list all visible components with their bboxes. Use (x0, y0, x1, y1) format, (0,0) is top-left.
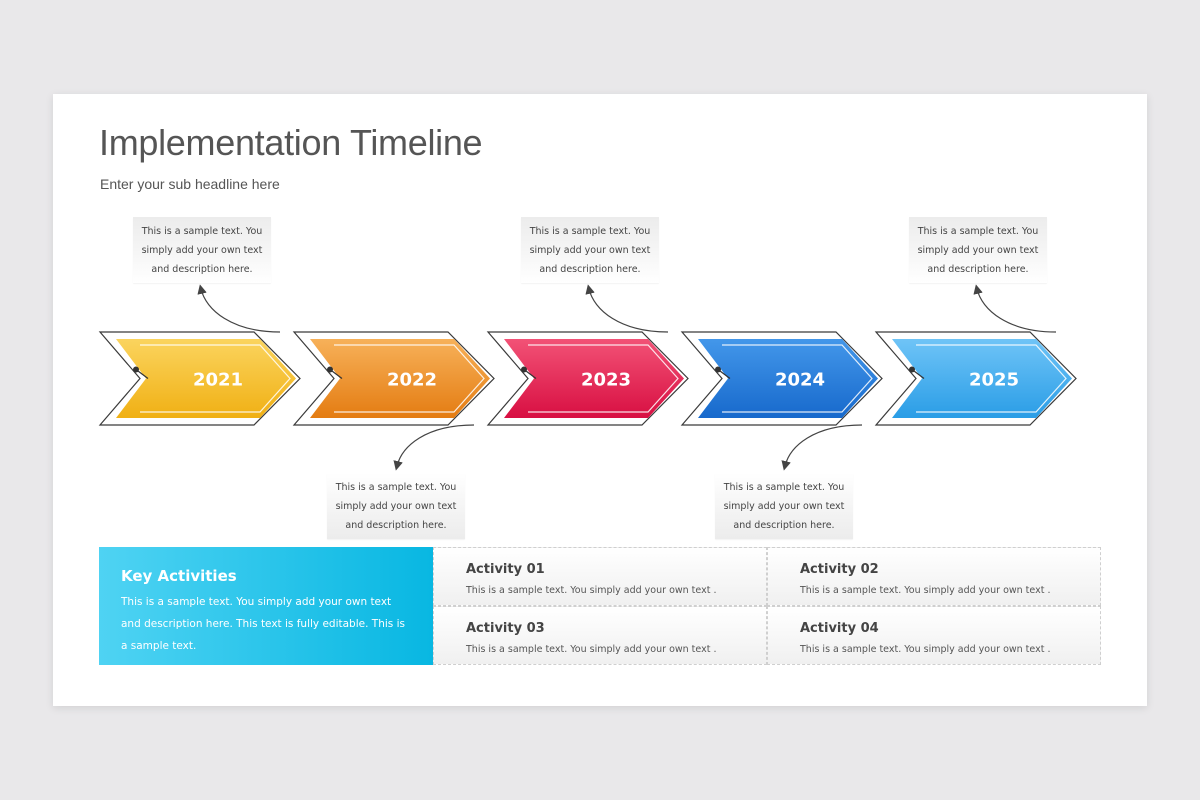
step-marker-dot (521, 366, 527, 373)
step-marker-dot (715, 366, 721, 373)
chevron-inner-line (916, 344, 1067, 413)
year-label-2022: 2022 (387, 370, 437, 391)
chevron-inner-line (722, 344, 873, 413)
connector-2024 (781, 424, 863, 471)
year-label-2021: 2021 (193, 370, 243, 391)
activity-02: Activity 02 This is a sample text. You s… (767, 547, 1101, 606)
key-activities-text: This is a sample text. You simply add yo… (121, 596, 405, 652)
connector-2023 (585, 284, 669, 333)
step-marker-dot (133, 366, 139, 373)
chevron-fill (698, 339, 878, 418)
note-2024: This is a sample text. You simply add yo… (715, 473, 853, 539)
activity-04-text: This is a sample text. You simply add yo… (800, 644, 1051, 655)
activities-table: Key Activities This is a sample text. Yo… (99, 547, 1102, 665)
activity-01-title: Activity 01 (466, 562, 545, 577)
activity-02-text: This is a sample text. You simply add yo… (800, 585, 1051, 596)
activity-03-title: Activity 03 (466, 621, 545, 636)
chevron-fill (116, 339, 296, 418)
chevron-inner-line (528, 344, 679, 413)
connector-2022 (393, 424, 475, 471)
step-marker-dot (327, 366, 333, 373)
note-2022: This is a sample text. You simply add yo… (327, 473, 465, 539)
page-title: Implementation Timeline (99, 122, 483, 163)
activity-03-text: This is a sample text. You simply add yo… (466, 644, 717, 655)
activity-01: Activity 01 This is a sample text. You s… (433, 547, 767, 606)
year-label-2024: 2024 (775, 370, 825, 391)
timeline-step-2024: 2024 (680, 331, 883, 426)
page-subtitle: Enter your sub headline here (100, 176, 280, 192)
step-marker-dot (909, 366, 915, 373)
activity-04-title: Activity 04 (800, 621, 879, 636)
activity-03: Activity 03 This is a sample text. You s… (433, 606, 767, 665)
activity-02-title: Activity 02 (800, 562, 879, 577)
chevron-inner-line (140, 344, 291, 413)
timeline-step-2023: 2023 (486, 331, 689, 426)
chevron-fill (310, 339, 490, 418)
activity-01-text: This is a sample text. You simply add yo… (466, 585, 717, 596)
timeline-step-2022: 2022 (292, 331, 495, 426)
chevron-fill (892, 339, 1072, 418)
note-2023: This is a sample text. You simply add yo… (521, 217, 659, 283)
activity-04: Activity 04 This is a sample text. You s… (767, 606, 1101, 665)
connector-2021 (197, 284, 281, 333)
chevron-inner-line (334, 344, 485, 413)
chevron-fill (504, 339, 684, 418)
year-label-2025: 2025 (969, 370, 1019, 391)
connector-2025 (973, 284, 1057, 333)
key-activities-panel: Key Activities This is a sample text. Yo… (99, 547, 433, 665)
year-label-2023: 2023 (581, 370, 631, 391)
note-2021: This is a sample text. You simply add yo… (133, 217, 271, 283)
note-2025: This is a sample text. You simply add yo… (909, 217, 1047, 283)
key-activities-title: Key Activities (121, 567, 237, 585)
timeline-step-2025: 2025 (874, 331, 1077, 426)
timeline-step-2021: 2021 (98, 331, 301, 426)
